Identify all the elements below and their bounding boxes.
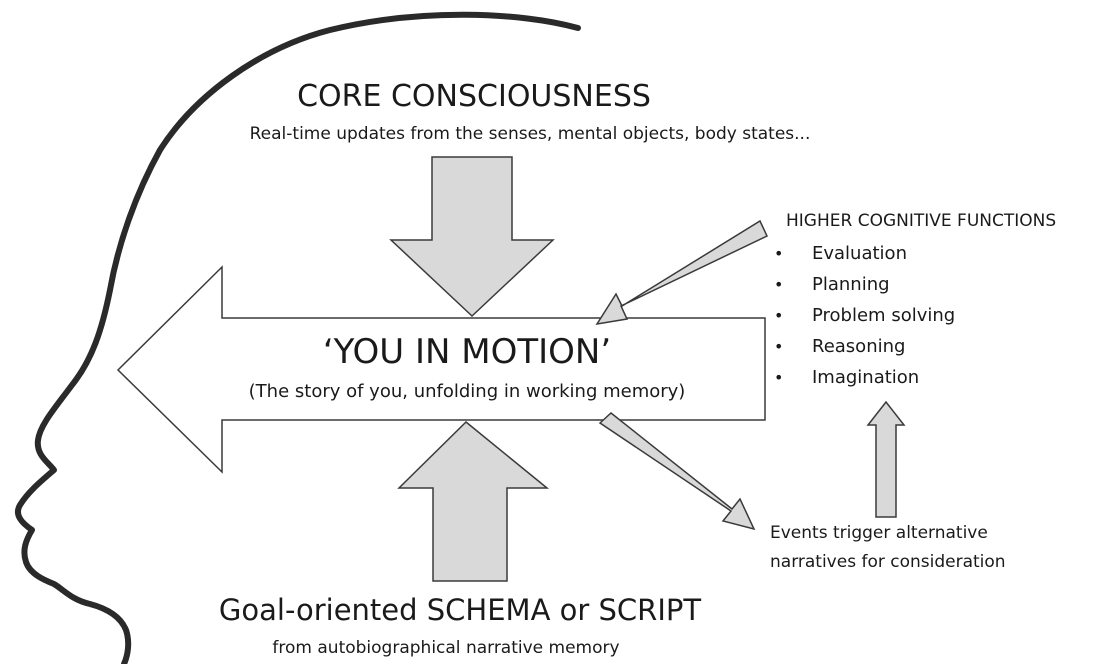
head-profile-outline: [14, 11, 581, 664]
higher-functions-item: Evaluation: [772, 244, 955, 275]
higher-functions-title: HIGHER COGNITIVE FUNCTIONS: [786, 211, 1057, 231]
schema-script-title: Goal-oriented SCHEMA or SCRIPT: [218, 593, 702, 627]
higher-functions-item: Imagination: [772, 368, 955, 399]
higher-functions-item: Reasoning: [772, 337, 955, 368]
you-in-motion-subtitle: (The story of you, unfolding in working …: [248, 381, 686, 402]
core-down-arrow: [389, 156, 555, 318]
you-in-motion-title: ‘YOU IN MOTION’: [322, 332, 612, 372]
events-up-arrow: [866, 400, 906, 518]
core-consciousness-title: CORE CONSCIOUSNESS: [297, 79, 651, 114]
events-trigger-note: Events trigger alternative narratives fo…: [770, 519, 1006, 577]
higher-functions-item: Planning: [772, 275, 955, 306]
higher-functions-item: Problem solving: [772, 306, 955, 337]
events-out-arrow: [598, 412, 756, 531]
higher-functions-arrow: [595, 219, 768, 326]
higher-functions-list: Evaluation Planning Problem solving Reas…: [772, 244, 955, 399]
events-trigger-line: narratives for consideration: [770, 552, 1006, 572]
core-consciousness-subtitle: Real-time updates from the senses, menta…: [249, 124, 811, 144]
events-trigger-line: Events trigger alternative: [770, 523, 988, 543]
schema-up-arrow: [397, 420, 550, 582]
schema-script-subtitle: from autobiographical narrative memory: [272, 638, 620, 658]
